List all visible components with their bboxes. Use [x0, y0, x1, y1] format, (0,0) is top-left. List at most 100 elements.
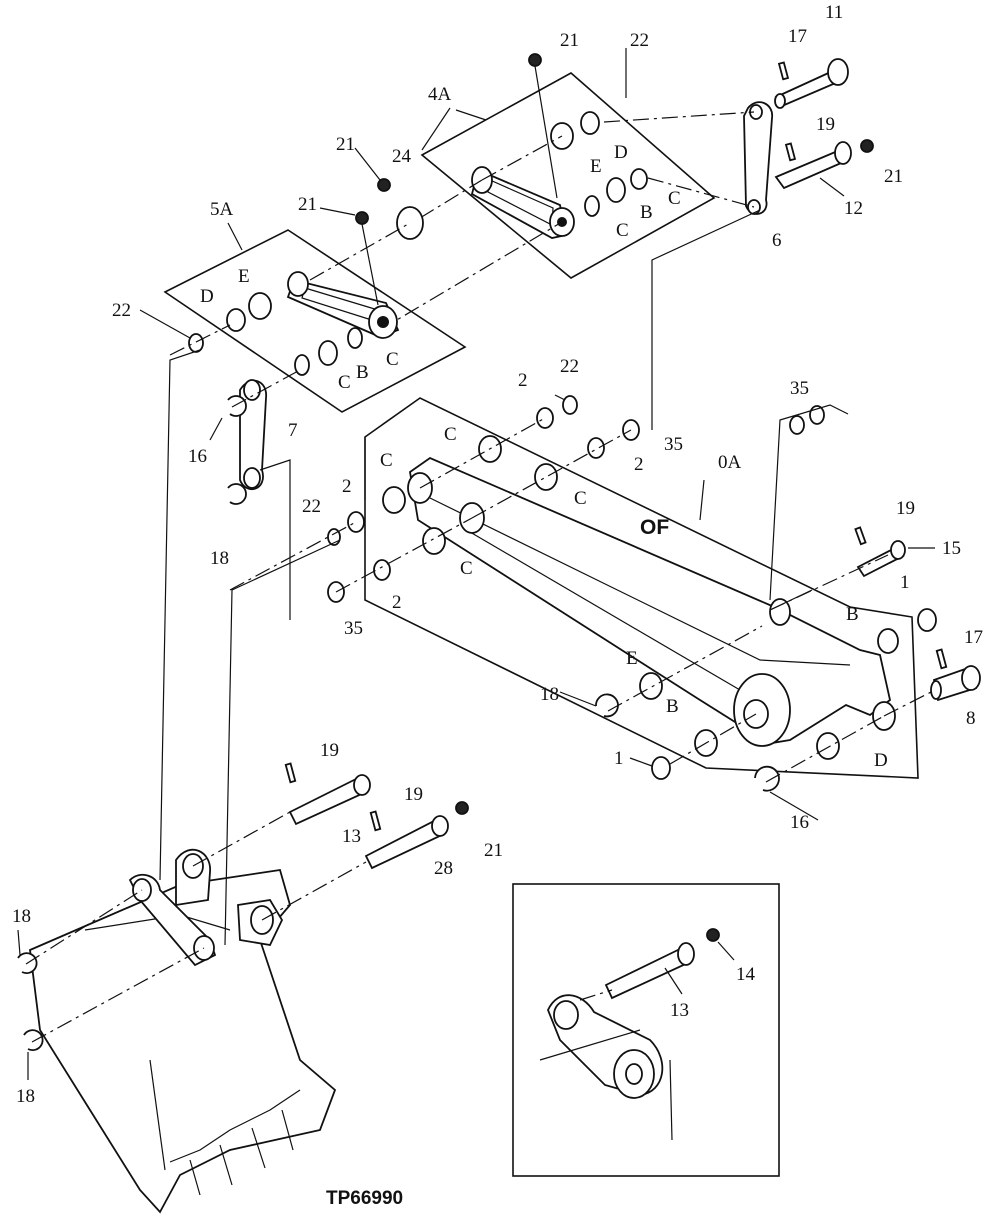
label-17-top: 17 [788, 26, 807, 47]
shim-2-a [536, 407, 554, 429]
label-c-b: C [444, 424, 457, 445]
grease-fitting-21-5a [355, 211, 379, 306]
label-c-a: C [380, 450, 393, 471]
inset-pin-13 [604, 942, 695, 1000]
seal-c-5a2 [347, 327, 363, 349]
label-b-right: B [846, 604, 859, 625]
label-1-low: 1 [614, 748, 624, 769]
label-b-4a: B [640, 202, 653, 223]
inset-link [539, 994, 673, 1141]
snap-ring-16-left [227, 395, 247, 417]
callout-labels: 21 22 17 11 4A E D C B C 19 21 12 6 21 2… [12, 2, 983, 1209]
label-19-top: 19 [816, 114, 835, 135]
bushing-e-5a [248, 292, 272, 320]
label-c-c: C [574, 488, 587, 509]
label-c-4a1: C [616, 220, 629, 241]
arm-0a [364, 397, 919, 779]
bushing-c-c [382, 486, 406, 514]
link-7 [239, 379, 267, 491]
pin-11 [774, 58, 849, 109]
pin-12 [774, 141, 852, 190]
label-c-5a1: C [386, 349, 399, 370]
snap-ring-18-left [227, 483, 247, 505]
label-13-inset: 13 [670, 1000, 689, 1021]
pin-15 [856, 540, 906, 578]
bushing-24 [396, 206, 424, 240]
inset-grease-fitting-14 [706, 928, 720, 942]
label-7: 7 [288, 420, 298, 441]
label-28: 28 [434, 858, 453, 879]
pin-13 [288, 774, 371, 826]
label-22-left: 22 [112, 300, 131, 321]
cotter-pin-17-top [777, 61, 790, 81]
grease-fitting-21-low [455, 801, 469, 815]
snap-ring-22-left [188, 333, 204, 353]
label-1-right: 1 [900, 572, 910, 593]
label-e-low: E [626, 648, 638, 669]
label-21-right: 21 [884, 166, 903, 187]
label-35-right: 35 [790, 378, 809, 399]
cotter-pin-19-top [784, 142, 797, 162]
label-2-d: 2 [634, 454, 644, 475]
label-d-5a: D [200, 286, 214, 307]
label-4a: 4A [428, 84, 452, 105]
label-14-inset: 14 [736, 964, 756, 985]
group-4a [420, 53, 716, 279]
label-of: OF [640, 516, 669, 539]
label-5a: 5A [210, 199, 234, 220]
label-17-right: 17 [964, 627, 983, 648]
label-21-low: 21 [484, 840, 503, 861]
label-c-4a2: C [668, 188, 681, 209]
label-2-a: 2 [342, 476, 352, 497]
label-c-d: C [460, 558, 473, 579]
label-19-b: 19 [404, 784, 423, 805]
bucket [29, 848, 337, 1214]
label-15: 15 [942, 538, 961, 559]
label-19-right: 19 [896, 498, 915, 519]
snap-ring-18-b2 [23, 1029, 44, 1052]
label-b-5a: B [356, 362, 369, 383]
shim-35-r1 [789, 415, 805, 435]
seal-c-4a2 [630, 168, 648, 190]
label-35-b: 35 [664, 434, 683, 455]
label-16-left: 16 [188, 446, 207, 467]
cotter-pin-19-b [369, 810, 382, 832]
shim-1-low [651, 756, 671, 780]
shim-2-c [347, 511, 365, 533]
label-c-5a2: C [338, 372, 351, 393]
label-2-c: 2 [518, 370, 528, 391]
label-18-left: 18 [210, 548, 229, 569]
label-12: 12 [844, 198, 863, 219]
snap-ring-18-mid [595, 693, 619, 718]
label-21-top: 21 [560, 30, 579, 51]
label-24: 24 [392, 146, 412, 167]
label-21-b: 21 [298, 194, 317, 215]
grease-fitting-21-top [528, 53, 558, 199]
label-b-low: B [666, 696, 679, 717]
label-11: 11 [825, 2, 843, 23]
label-0a: 0A [718, 452, 742, 473]
label-6: 6 [772, 230, 782, 251]
label-22-mid: 22 [302, 496, 321, 517]
bushing-e-low [639, 672, 663, 700]
leader-lines [17, 48, 935, 1080]
cotter-pin-17-r [935, 648, 948, 670]
group-5a [163, 211, 467, 413]
snap-ring-16-low [754, 765, 780, 792]
label-22-top: 22 [630, 30, 649, 51]
link-5a [286, 271, 400, 339]
seal-d-4a [580, 111, 600, 135]
label-18-mid: 18 [540, 684, 559, 705]
pin-28 [364, 815, 449, 870]
label-21-a: 21 [336, 134, 355, 155]
label-19-a: 19 [320, 740, 339, 761]
label-22-c: 22 [560, 356, 579, 377]
shim-2-d [373, 559, 391, 581]
shim-2-b [587, 437, 605, 459]
seal-d-low [816, 732, 840, 760]
label-16-low: 16 [790, 812, 809, 833]
label-35-a: 35 [344, 618, 363, 639]
side-link-6 [743, 101, 773, 215]
label-8: 8 [966, 708, 976, 729]
